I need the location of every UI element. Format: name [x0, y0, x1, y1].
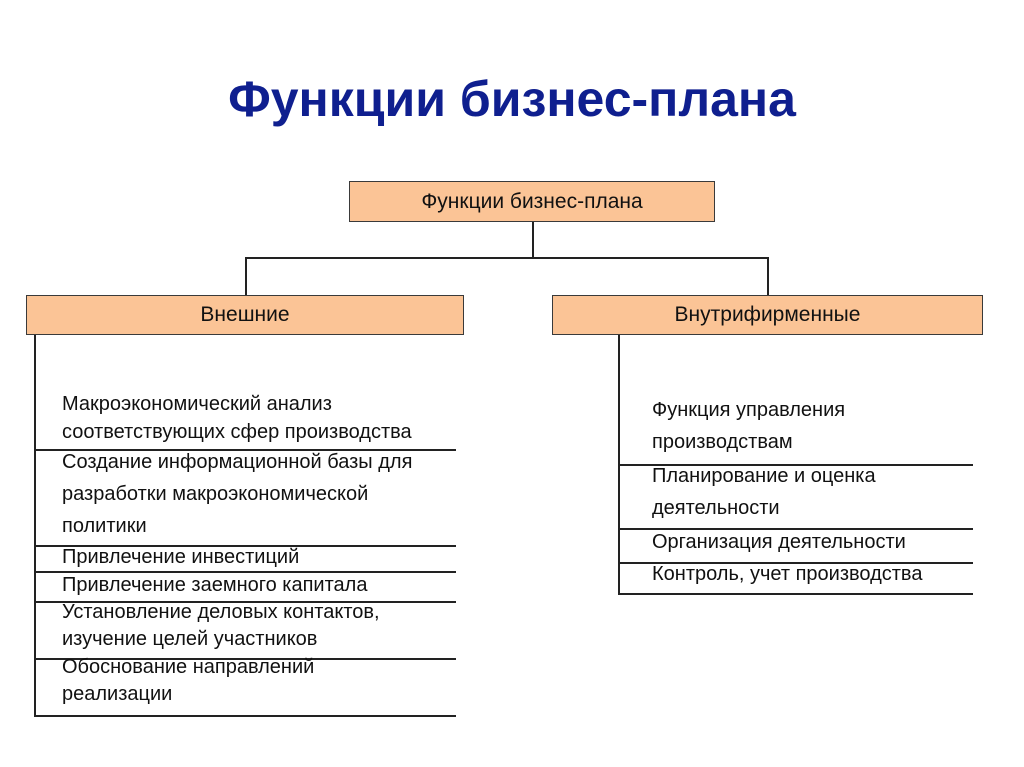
- right-item-divider: [618, 528, 973, 530]
- left-item-text: Макроэкономический анализ: [62, 393, 332, 415]
- connector: [532, 222, 534, 257]
- right-item-divider: [618, 562, 973, 564]
- connector: [245, 257, 247, 295]
- right-item-text: Планирование и оценка: [652, 465, 876, 487]
- left-item-text: Создание информационной базы для: [62, 451, 413, 473]
- right-item-text: производствам: [652, 431, 793, 453]
- left-item-text: Установление деловых контактов,: [62, 601, 380, 623]
- left-item-text: Обоснование направлений: [62, 656, 315, 678]
- left-item-divider: [34, 658, 456, 660]
- left-item-divider: [34, 449, 456, 451]
- left-item-divider: [34, 545, 456, 547]
- right-item-divider: [618, 593, 973, 595]
- connector: [245, 257, 768, 259]
- external-box: Внешние: [26, 295, 464, 335]
- internal-box: Внутрифирменные: [552, 295, 983, 335]
- right-item-text: Функция управления: [652, 399, 846, 421]
- left-item-divider: [34, 601, 456, 603]
- right-item-text: Организация деятельности: [652, 531, 906, 553]
- root-label: Функции бизнес-плана: [421, 189, 643, 213]
- left-item-text: реализации: [62, 683, 173, 705]
- left-item-text: соответствующих сфер производства: [62, 421, 412, 443]
- left-list-line: [34, 335, 36, 716]
- left-item-text: политики: [62, 515, 147, 537]
- left-item-text: Привлечение заемного капитала: [62, 574, 368, 596]
- left-item-text: разработки макроэкономической: [62, 483, 369, 505]
- right-item-text: деятельности: [652, 497, 780, 519]
- internal-label: Внутрифирменные: [674, 303, 861, 326]
- slide-title: Функции бизнес-плана: [228, 71, 796, 127]
- left-item-text: изучение целей участников: [62, 628, 318, 650]
- left-item-divider: [34, 571, 456, 573]
- right-item-text: Контроль, учет производства: [652, 563, 923, 585]
- connector: [767, 257, 769, 295]
- left-item-divider: [34, 715, 456, 717]
- external-label: Внешние: [200, 303, 290, 326]
- right-item-divider: [618, 464, 973, 466]
- root-box: Функции бизнес-плана: [349, 181, 715, 222]
- left-item-text: Привлечение инвестиций: [62, 546, 300, 568]
